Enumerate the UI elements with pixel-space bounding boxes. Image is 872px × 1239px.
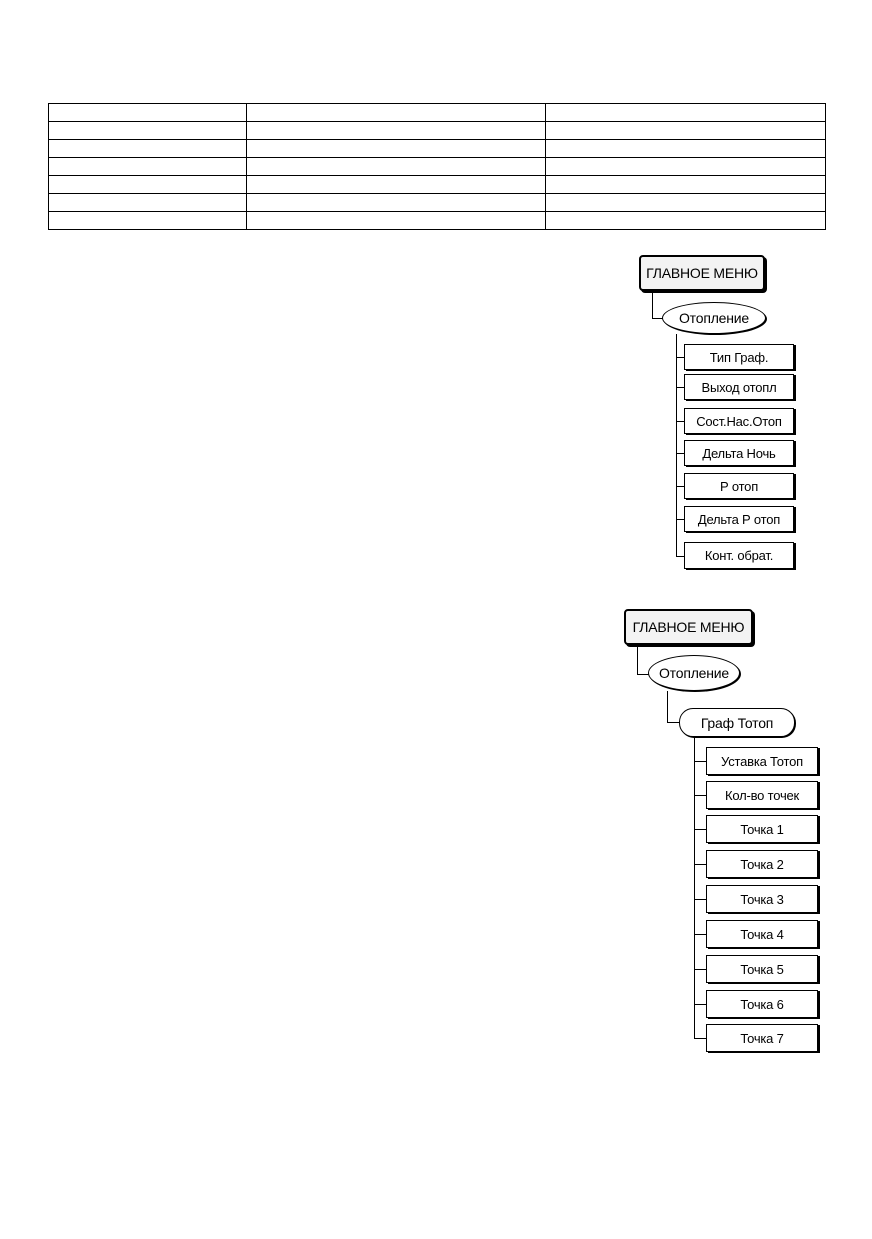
table-cell <box>545 193 826 212</box>
connector-line <box>667 691 680 723</box>
heating-graph-node: Граф Тотоп <box>679 708 795 737</box>
table-cell <box>48 193 247 212</box>
connector-tick <box>694 761 706 762</box>
table-cell <box>545 175 826 194</box>
table-cell <box>246 139 546 158</box>
table-row <box>48 157 826 176</box>
table-row <box>48 121 826 140</box>
connector-tick <box>694 1004 706 1005</box>
heating-node: Отопление <box>662 302 766 334</box>
menu-item-point-3: Точка 3 <box>706 885 818 913</box>
table-cell <box>246 121 546 140</box>
menu-item-night-delta: Дельта Ночь <box>684 440 794 466</box>
menu-item-heating-setpoint: Уставка Тотоп <box>706 747 818 775</box>
table-cell <box>246 175 546 194</box>
menu-item-return-control: Конт. обрат. <box>684 542 794 569</box>
connector-tick <box>676 387 684 388</box>
table-cell <box>545 139 826 158</box>
blank-table <box>48 103 826 230</box>
connector-tick <box>694 829 706 830</box>
menu-item-pump-state: Сост.Нас.Отоп <box>684 408 794 434</box>
connector-tick <box>694 969 706 970</box>
connector-line <box>637 645 649 675</box>
menu-item-point-6: Точка 6 <box>706 990 818 1018</box>
menu-item-heating-output: Выход отопл <box>684 374 794 400</box>
table-cell <box>545 211 826 230</box>
connector-tick <box>676 453 684 454</box>
table-cell <box>246 193 546 212</box>
menu-item-graph-type: Тип Граф. <box>684 344 794 370</box>
table-cell <box>246 103 546 122</box>
table-cell <box>48 175 247 194</box>
menu-item-points-count: Кол-во точек <box>706 781 818 809</box>
menu-item-point-1: Точка 1 <box>706 815 818 843</box>
connector-tick <box>694 795 706 796</box>
table-row <box>48 103 826 122</box>
table-row <box>48 193 826 212</box>
menu-item-pressure: Р отоп <box>684 473 794 499</box>
table-cell <box>545 157 826 176</box>
connector-line <box>676 334 677 557</box>
table-cell <box>246 211 546 230</box>
connector-tick <box>694 864 706 865</box>
main-menu-node: ГЛАВНОЕ МЕНЮ <box>639 255 765 291</box>
connector-tick <box>694 899 706 900</box>
table-row <box>48 139 826 158</box>
table-cell <box>48 157 247 176</box>
menu-item-point-5: Точка 5 <box>706 955 818 983</box>
connector-tick <box>676 357 684 358</box>
connector-tick <box>676 519 684 520</box>
table-cell <box>48 139 247 158</box>
menu-item-pressure-delta: Дельта Р отоп <box>684 506 794 532</box>
table-cell <box>545 121 826 140</box>
connector-tick <box>694 934 706 935</box>
menu-item-point-4: Точка 4 <box>706 920 818 948</box>
connector-tick <box>676 421 684 422</box>
heating-node: Отопление <box>648 655 740 691</box>
table-row <box>48 211 826 230</box>
table-cell <box>545 103 826 122</box>
main-menu-node: ГЛАВНОЕ МЕНЮ <box>624 609 753 645</box>
menu-item-point-2: Точка 2 <box>706 850 818 878</box>
connector-line <box>652 291 663 319</box>
connector-tick <box>676 556 684 557</box>
table-cell <box>48 121 247 140</box>
table-row <box>48 175 826 194</box>
connector-line <box>694 737 695 1039</box>
menu-item-point-7: Точка 7 <box>706 1024 818 1052</box>
table-cell <box>48 211 247 230</box>
connector-tick <box>694 1038 706 1039</box>
table-cell <box>48 103 247 122</box>
connector-tick <box>676 486 684 487</box>
table-cell <box>246 157 546 176</box>
